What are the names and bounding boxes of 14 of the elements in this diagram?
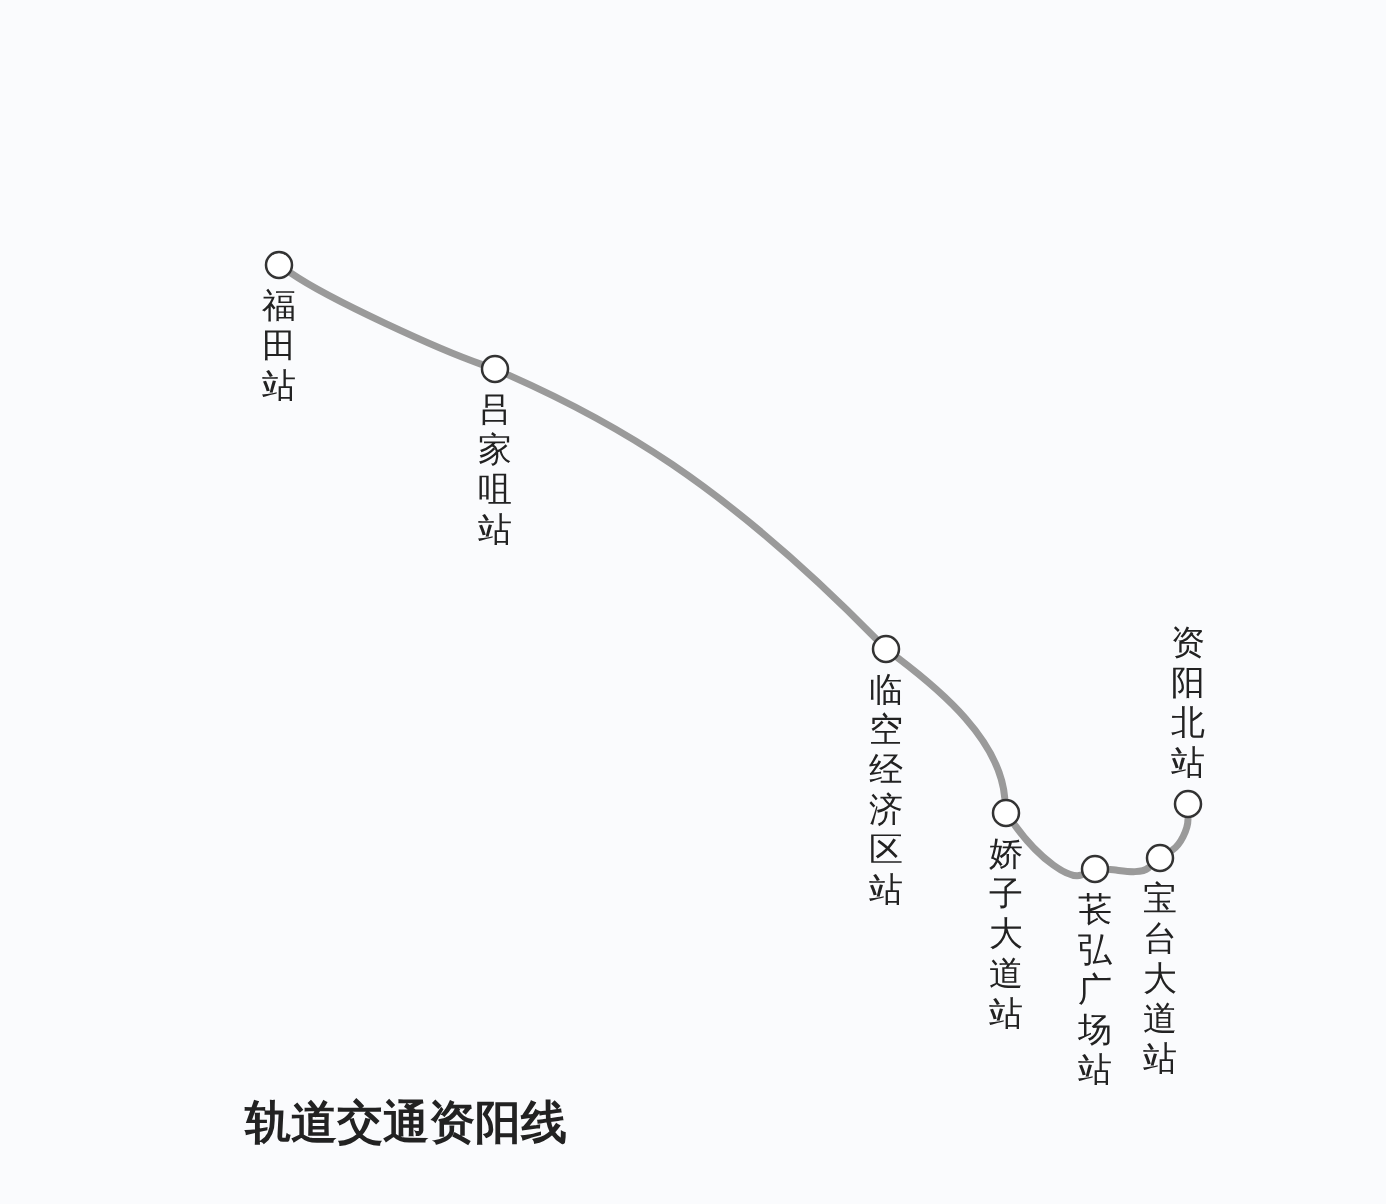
station-name: 福田站 (261, 285, 297, 405)
station-name: 资阳北站 (1170, 622, 1206, 782)
map-title: 轨道交通资阳线 (245, 1094, 567, 1151)
rail-line (287, 270, 485, 368)
rail-line (1106, 864, 1153, 876)
station-name: 临空经济区站 (868, 669, 904, 909)
station-name: 苌弘广场站 (1077, 889, 1113, 1089)
rail-line (894, 654, 1009, 802)
station-name: 吕家咀站 (477, 389, 513, 549)
station-name: 娇子大道站 (988, 833, 1024, 1033)
rail-line (505, 371, 879, 642)
rail-line (1011, 821, 1085, 880)
station-name: 宝台大道站 (1142, 878, 1178, 1078)
rail-line (1169, 815, 1192, 854)
